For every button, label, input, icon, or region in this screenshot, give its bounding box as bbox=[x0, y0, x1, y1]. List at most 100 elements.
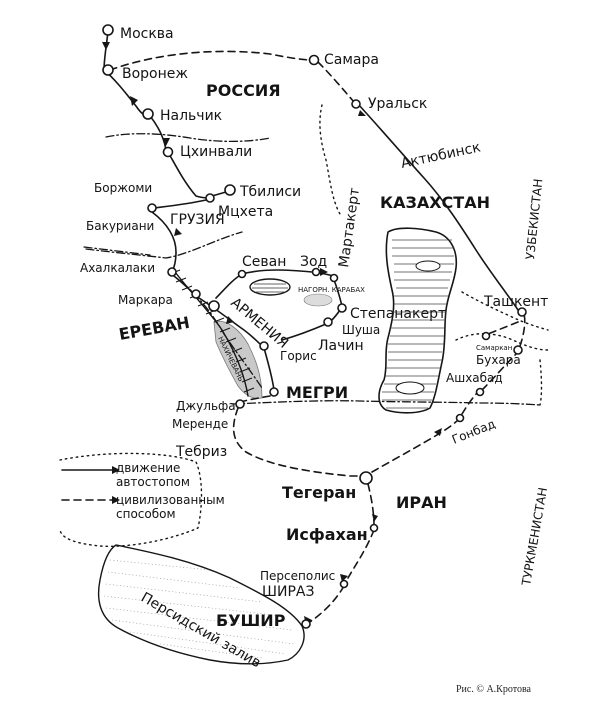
label-samara: Самара bbox=[324, 52, 379, 68]
label-nagorny-karabakh: НАГОРН. КАРАБАХ bbox=[298, 286, 365, 294]
label-megri: МЕГРИ bbox=[286, 383, 348, 402]
border-russia-kazakhstan bbox=[319, 104, 341, 215]
city-gonbad bbox=[455, 413, 465, 423]
city-megri bbox=[269, 387, 279, 397]
city-samara bbox=[308, 54, 320, 66]
label-tskhinvali: Цхинвали bbox=[180, 144, 252, 160]
city-dzhulfa bbox=[235, 399, 245, 409]
legend-solid-arrow bbox=[112, 466, 120, 474]
caspian-hatching bbox=[382, 239, 454, 409]
city-goris bbox=[259, 341, 269, 351]
route-moskva-nalchik bbox=[103, 31, 149, 117]
label-tashkent: Ташкент bbox=[483, 294, 548, 310]
city-shusha bbox=[323, 317, 333, 327]
label-dzhulfa: Джульфа bbox=[176, 399, 236, 413]
city-markers bbox=[102, 24, 527, 629]
city-tashkent bbox=[517, 307, 527, 317]
city-akhalkalaki bbox=[167, 267, 177, 277]
route-ashkhabad-buhara bbox=[481, 353, 517, 391]
city-tbilisi bbox=[224, 184, 236, 196]
city-moskva bbox=[102, 24, 114, 36]
legend-dashed-arrow bbox=[112, 496, 120, 504]
label-shiraz: ШИРАЗ bbox=[262, 584, 314, 600]
lake-sevan bbox=[249, 278, 291, 296]
route-arrows bbox=[102, 42, 442, 626]
label-zod: Зод bbox=[300, 254, 327, 270]
route-shiraz-bushir bbox=[309, 585, 345, 623]
legend-border bbox=[59, 452, 203, 548]
city-zod bbox=[311, 267, 321, 277]
karabakh-region bbox=[303, 293, 333, 307]
label-martakert: Мартакерт bbox=[336, 187, 363, 269]
route-sevan-zod bbox=[241, 269, 313, 275]
city-sevan bbox=[237, 269, 247, 279]
label-yerevan: ЕРЕВАН bbox=[117, 313, 191, 344]
label-iran: ИРАН bbox=[396, 493, 447, 512]
label-tebriz: Тебриз bbox=[175, 444, 227, 460]
city-yerevan bbox=[208, 300, 220, 312]
route-isfahan-shiraz bbox=[347, 529, 375, 579]
gulf-stipple bbox=[103, 559, 295, 659]
city-markara bbox=[191, 289, 201, 299]
legend: движение автостопом цивилизованным спосо… bbox=[59, 452, 225, 548]
legend-line-3: цивилизованным bbox=[116, 493, 225, 507]
label-samarkand: Самаркан bbox=[476, 344, 512, 352]
border-russia-georgia bbox=[105, 133, 271, 143]
route-dzhulfa-tegeran bbox=[232, 407, 365, 477]
caspian-fish-doodle bbox=[415, 260, 441, 272]
label-mtsheta: Мцхета bbox=[218, 204, 273, 220]
border-georgia-armenia bbox=[85, 231, 243, 259]
label-sevan: Севан bbox=[242, 254, 286, 270]
city-uralsk bbox=[351, 99, 361, 109]
credit: Рис. © А.Кротова bbox=[456, 684, 532, 695]
city-martakert bbox=[329, 273, 339, 283]
caspian-seal-doodle bbox=[395, 381, 425, 395]
city-voronezh bbox=[102, 64, 114, 76]
label-kazakhstan: КАЗАХСТАН bbox=[380, 193, 490, 212]
city-borzhomi bbox=[147, 203, 157, 213]
city-shiraz bbox=[339, 579, 349, 589]
city-isfahan bbox=[369, 523, 379, 533]
border-iran-north bbox=[231, 400, 541, 406]
label-gruziya: ГРУЗИЯ bbox=[170, 212, 225, 228]
label-turkmenistan: ТУРКМЕНИСТАН bbox=[519, 486, 550, 587]
route-samara-uralsk bbox=[317, 61, 355, 103]
label-shusha: Шуша bbox=[342, 323, 380, 337]
label-aktyubinsk: Актюбинск bbox=[400, 139, 483, 171]
city-mtsheta bbox=[205, 193, 215, 203]
city-nalchik bbox=[142, 108, 154, 120]
border-kazakhstan-uzbekistan bbox=[461, 291, 549, 331]
caspian-sea bbox=[378, 227, 458, 414]
city-buhara bbox=[513, 345, 523, 355]
city-tegeran bbox=[359, 471, 373, 485]
route-nalchik-tskhinvali bbox=[149, 115, 167, 151]
label-buhara: Бухара bbox=[476, 353, 521, 367]
label-borzhomi: Боржоми bbox=[94, 181, 152, 195]
label-tbilisi: Тбилиси bbox=[239, 184, 301, 200]
label-moskva: Москва bbox=[120, 26, 174, 42]
label-persepolis: Персеполис bbox=[260, 569, 335, 583]
border-bakuriani-marker bbox=[83, 246, 151, 256]
border-turkmenistan-uzbekistan bbox=[455, 333, 549, 351]
persian-gulf bbox=[97, 544, 305, 665]
route-uralsk-tashkent bbox=[357, 103, 519, 311]
label-nalchik: Нальчик bbox=[160, 108, 222, 124]
city-samarkand bbox=[481, 331, 491, 341]
label-goris: Горис bbox=[280, 349, 317, 363]
city-ashkhabad bbox=[475, 387, 485, 397]
route-mtsheta-tbilisi bbox=[211, 191, 227, 197]
label-voronezh: Воронеж bbox=[122, 66, 188, 82]
route-mtsheta-borzhomi bbox=[153, 199, 207, 209]
route-goris-megri bbox=[263, 347, 275, 391]
route-shusha-goris bbox=[281, 323, 327, 341]
label-isfahan: Исфахан bbox=[286, 525, 368, 544]
label-rossiya: РОССИЯ bbox=[206, 81, 281, 100]
route-tegeran-gonbad bbox=[371, 417, 461, 473]
route-voronezh-samara bbox=[109, 50, 313, 71]
route-buhara-tashkent bbox=[519, 313, 526, 347]
label-ashkhabad: Ашхабад bbox=[446, 371, 503, 385]
route-tegeran-isfahan bbox=[367, 483, 375, 527]
sevan-hatching bbox=[252, 283, 288, 293]
label-uzbekistan: УЗБЕКИСТАН bbox=[523, 178, 545, 260]
